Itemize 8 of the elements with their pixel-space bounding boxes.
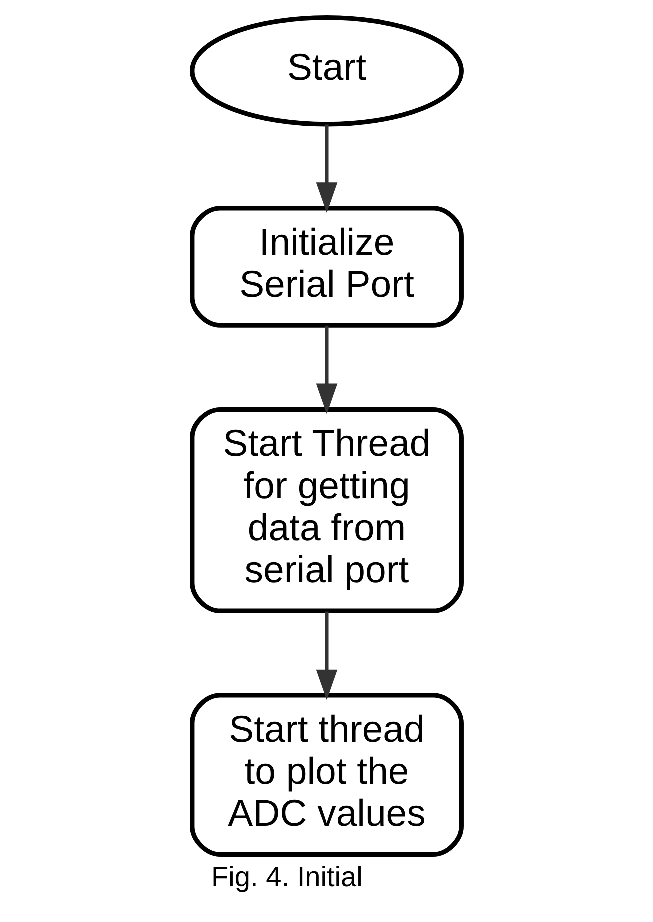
caption: Fig. 4. Initial [211, 862, 362, 892]
arrow [316, 612, 338, 700]
node-ellipse: Start [190, 16, 464, 127]
node-box: Start Thread for getting data from serial port [190, 407, 464, 614]
node-box: Initialize Serial Port [190, 206, 464, 328]
node-box: Start thread to plot the ADC values [190, 693, 464, 857]
arrow [316, 326, 338, 414]
arrow [316, 124, 338, 214]
